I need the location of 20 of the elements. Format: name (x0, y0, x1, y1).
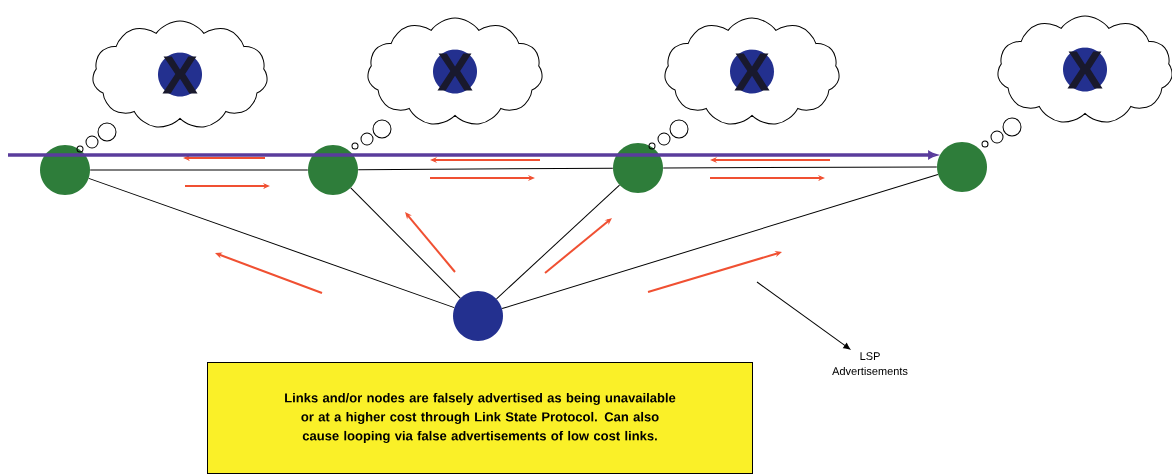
connector-line (496, 184, 620, 300)
circle-node (937, 142, 987, 192)
circle-node (40, 145, 90, 195)
connector-line (89, 169, 309, 171)
thought-cloud: X (648, 17, 840, 150)
thought-cloud: X (981, 15, 1172, 148)
thought-cloud: X (351, 17, 543, 150)
circle-node (453, 291, 503, 341)
connector-line (350, 187, 461, 299)
circle-node (308, 145, 358, 195)
connector-line (662, 166, 938, 169)
connector-line (357, 167, 614, 171)
arrow (756, 281, 851, 350)
connector-line (88, 177, 455, 309)
callout-text: LSP Advertisements (832, 352, 908, 375)
note-box: Links and/or nodes are falsely advertised as being unavailable or at a higher cost through Link State Protocol. Can also cause looping via false advertisements of low cost links. (207, 362, 753, 474)
arrow (8, 151, 937, 159)
circle-node (613, 143, 663, 193)
thought-cloud: X (76, 20, 268, 153)
connector-line (501, 173, 939, 310)
